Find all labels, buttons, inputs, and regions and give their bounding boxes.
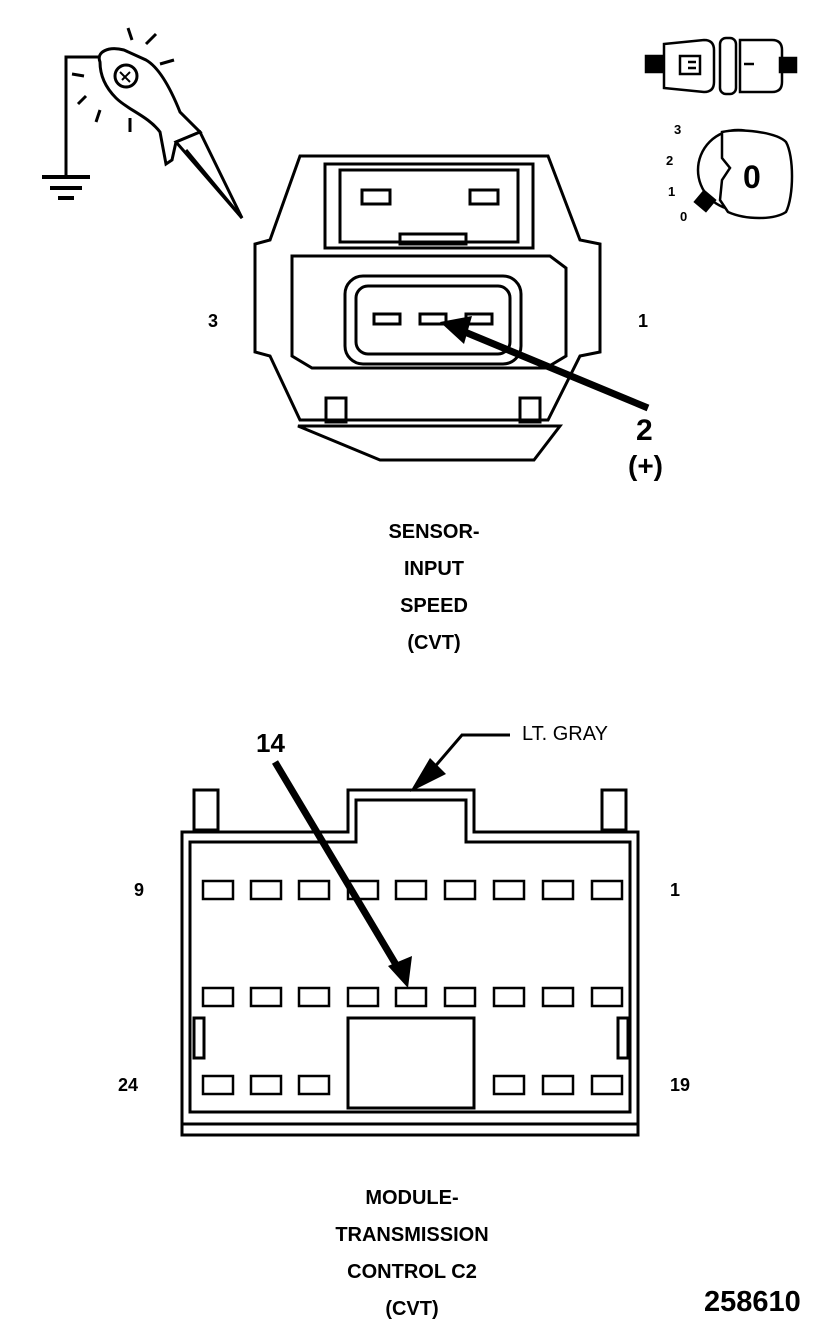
disconnect-connector-icon bbox=[644, 36, 798, 96]
sensor-pin-1-label: 1 bbox=[638, 311, 649, 331]
sensor-callout-pin-label: 2 bbox=[636, 414, 653, 447]
pin-cavity bbox=[590, 986, 624, 1008]
module-callout-pin-label: 14 bbox=[256, 728, 285, 758]
sensor-caption-line-1: SENSOR- bbox=[388, 521, 480, 543]
lt-gray-callout-arrow bbox=[410, 733, 510, 792]
pin-cavity bbox=[394, 986, 428, 1008]
sensor-caption-line-3: SPEED bbox=[400, 595, 468, 617]
pin-cavity bbox=[201, 1074, 235, 1096]
pin-cavity bbox=[201, 986, 235, 1008]
sensor-caption-line-2: INPUT bbox=[404, 558, 464, 580]
ignition-switch-icon bbox=[693, 128, 794, 220]
module-caption-line-1: MODULE- bbox=[365, 1187, 459, 1209]
pin-2-callout-arrow bbox=[440, 316, 650, 412]
pin-cavity bbox=[346, 986, 380, 1008]
pin-cavity bbox=[590, 879, 624, 901]
pin-cavity bbox=[590, 1074, 624, 1096]
pin-cavity bbox=[249, 879, 283, 901]
pin-cavity bbox=[297, 1074, 331, 1096]
sensor-connector bbox=[253, 154, 602, 462]
ignition-position-0: 0 bbox=[680, 209, 688, 224]
pin-cavity bbox=[492, 986, 526, 1008]
sensor-pin-3-label: 3 bbox=[208, 311, 219, 331]
pin-cavity bbox=[492, 879, 526, 901]
pin-cavity bbox=[249, 1074, 283, 1096]
module-caption-line-2: TRANSMISSION bbox=[335, 1224, 489, 1246]
module-color-label: LT. GRAY bbox=[522, 723, 608, 745]
pin-cavity bbox=[492, 1074, 526, 1096]
pin-cavity bbox=[541, 879, 575, 901]
sensor-caption: SENSOR- INPUT SPEED (CVT) bbox=[284, 514, 584, 662]
pin-cavity bbox=[201, 879, 235, 901]
ignition-key-label: 0 bbox=[743, 159, 761, 195]
module-caption-line-4: (CVT) bbox=[385, 1298, 439, 1320]
ignition-position-2: 2 bbox=[666, 153, 674, 168]
pin-cavity bbox=[541, 1074, 575, 1096]
pin-14-callout-arrow bbox=[271, 760, 412, 988]
test-light-probe-icon bbox=[42, 27, 244, 219]
pin-cavity bbox=[297, 879, 331, 901]
sensor-caption-line-4: (CVT) bbox=[407, 632, 461, 654]
sensor-polarity-label: (+) bbox=[628, 450, 663, 481]
module-pin-9-label: 9 bbox=[134, 880, 145, 900]
pin-cavity bbox=[394, 879, 428, 901]
module-caption: MODULE- TRANSMISSION CONTROL C2 (CVT) bbox=[262, 1180, 562, 1328]
pin-cavity bbox=[443, 879, 477, 901]
pin-cavity bbox=[443, 986, 477, 1008]
pin-cavity bbox=[297, 986, 331, 1008]
figure-number: 258610 bbox=[704, 1286, 801, 1318]
ignition-position-3: 3 bbox=[674, 122, 682, 137]
pin-cavity bbox=[249, 986, 283, 1008]
module-pin-24-label: 24 bbox=[118, 1075, 139, 1095]
pin-cavity bbox=[541, 986, 575, 1008]
module-pin-19-label: 19 bbox=[670, 1075, 691, 1095]
ignition-position-1: 1 bbox=[668, 184, 676, 199]
module-pin-1-label: 1 bbox=[670, 880, 681, 900]
module-caption-line-3: CONTROL C2 bbox=[347, 1261, 477, 1283]
